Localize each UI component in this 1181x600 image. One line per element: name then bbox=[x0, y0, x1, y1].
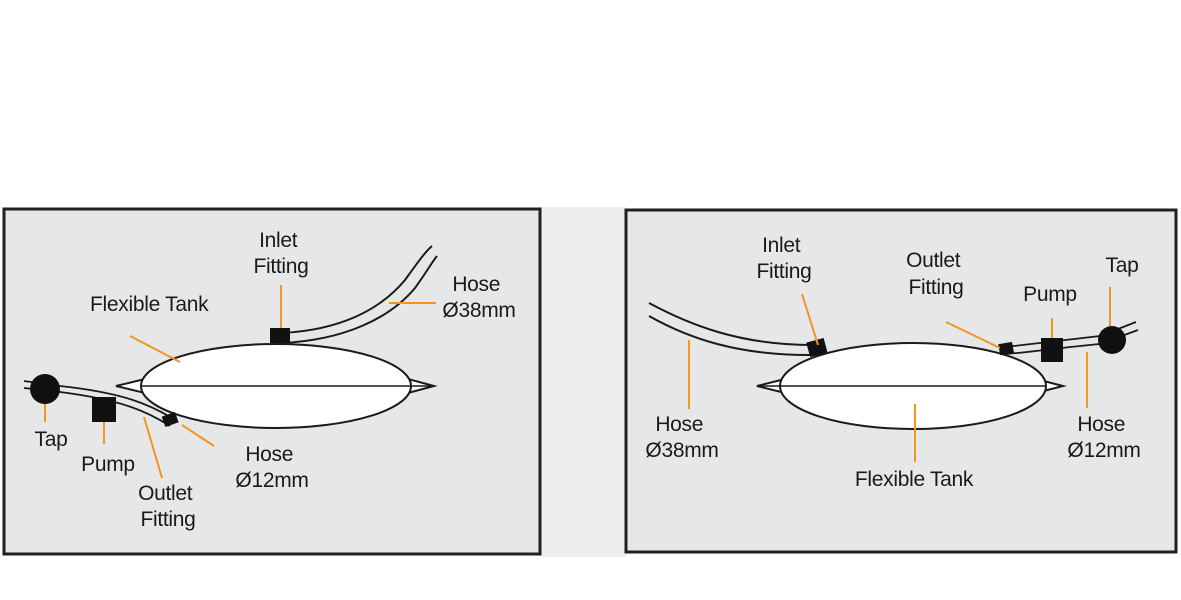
right-leaders bbox=[688, 287, 1111, 462]
right-outlet-fitting-label: Outlet Fitting bbox=[906, 249, 966, 299]
right-panel: Inlet Fitting Outlet Fitting Pump Tap Ho… bbox=[624, 208, 1178, 554]
left-tap-label: Tap bbox=[35, 428, 68, 451]
right-hose-38mm bbox=[648, 302, 816, 357]
left-pump-icon bbox=[92, 397, 116, 422]
right-flexible-tank-label: Flexible Tank bbox=[855, 468, 974, 491]
right-outlet-fitting-icon bbox=[998, 341, 1014, 356]
right-pump-label: Pump bbox=[1023, 283, 1077, 306]
left-tank bbox=[115, 343, 438, 429]
left-hose-38mm bbox=[281, 245, 438, 344]
left-leaders bbox=[44, 285, 436, 479]
panel-gap bbox=[540, 207, 626, 557]
left-pump-label: Pump bbox=[81, 453, 135, 476]
left-hose-12mm bbox=[23, 380, 173, 427]
right-tap-label: Tap bbox=[1106, 254, 1139, 277]
right-hose-38mm-label: Hose Ø38mm bbox=[645, 413, 718, 462]
left-hose-12mm-label: Hose Ø12mm bbox=[235, 443, 308, 492]
left-tap-icon bbox=[30, 374, 60, 404]
left-inlet-fitting-icon bbox=[270, 328, 290, 343]
right-hose-12mm-label: Hose Ø12mm bbox=[1067, 413, 1140, 462]
left-flexible-tank-label: Flexible Tank bbox=[90, 293, 209, 316]
right-tap-icon bbox=[1098, 326, 1126, 354]
left-inlet-fitting-label: Inlet Fitting bbox=[253, 229, 308, 278]
left-outlet-fitting-icon bbox=[161, 411, 179, 428]
right-tank bbox=[756, 342, 1067, 430]
left-outlet-fitting-label: Outlet Fitting bbox=[138, 482, 198, 531]
right-pump-icon bbox=[1041, 338, 1063, 362]
left-hose-38mm-label: Hose Ø38mm bbox=[442, 273, 515, 322]
right-inlet-fitting-icon bbox=[806, 337, 828, 358]
left-panel: Inlet Fitting Flexible Tank Hose Ø38mm T… bbox=[2, 207, 542, 556]
right-inlet-fitting-label: Inlet Fitting bbox=[756, 234, 811, 283]
